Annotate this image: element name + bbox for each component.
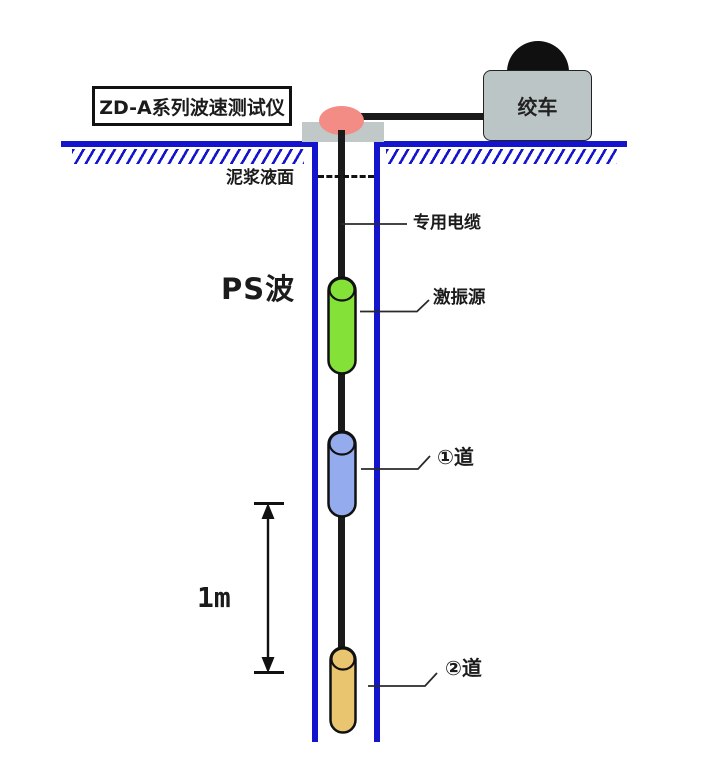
dimension-arrow-1m <box>254 502 284 674</box>
channel1-label: ①道 <box>437 445 474 469</box>
channel1-leader-line <box>361 455 431 470</box>
ground-surface-right <box>380 141 627 147</box>
dimension-arrowhead-up <box>261 503 275 519</box>
ground-surface-left <box>61 141 312 147</box>
mud-surface-line <box>318 175 374 178</box>
winch-label: 绞车 <box>517 95 558 119</box>
dimension-arrowhead-down <box>261 657 275 673</box>
ground-hatching-left <box>72 149 304 164</box>
device-label: ZD-A系列波速测试仪 <box>99 96 285 119</box>
ground-hatching-right <box>386 149 617 164</box>
channel1-cylinder <box>327 430 357 518</box>
spacing-label: 1m <box>197 581 231 614</box>
wave-type-label: PS波 <box>221 272 296 306</box>
cable-vertical <box>338 130 345 655</box>
winch-box: 绞车 <box>483 70 592 141</box>
channel2-cylinder-top <box>330 647 356 671</box>
source-cylinder <box>327 276 357 375</box>
mud-surface-label: 泥浆液面 <box>226 168 294 188</box>
channel2-label: ②道 <box>445 656 482 680</box>
winch-drum-icon <box>507 41 569 72</box>
cable-horizontal <box>355 113 484 120</box>
borehole-wall-right <box>374 141 380 742</box>
channel1-cylinder-top <box>328 431 356 456</box>
source-leader-line <box>360 299 430 313</box>
device-label-box: ZD-A系列波速测试仪 <box>92 86 292 126</box>
source-cylinder-top <box>328 277 356 302</box>
borehole-wall-left <box>312 141 318 742</box>
cable-label: 专用电缆 <box>413 213 481 233</box>
channel2-cylinder <box>329 646 357 734</box>
source-label: 激振源 <box>433 288 486 308</box>
